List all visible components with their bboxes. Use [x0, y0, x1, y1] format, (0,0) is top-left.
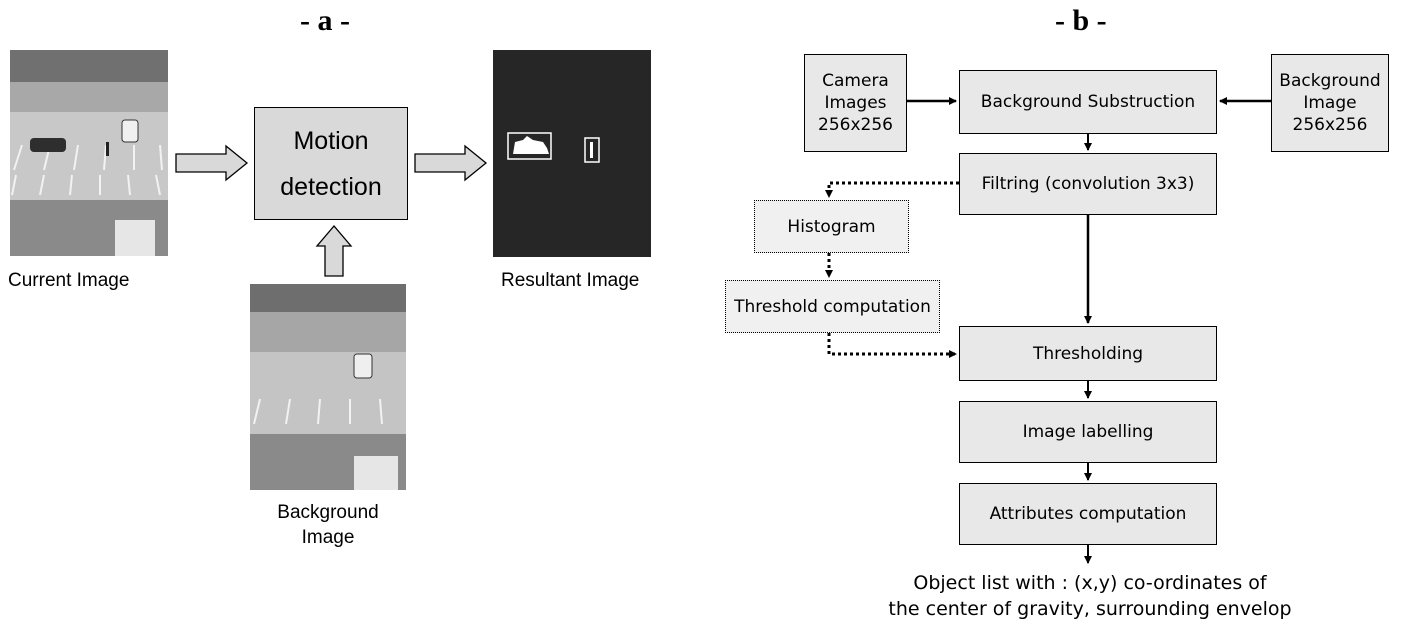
background-image-box: Background Image 256x256: [1271, 54, 1389, 152]
camera-images-box: Camera Images 256x256: [804, 54, 907, 152]
resultant-image-label: Resultant Image: [501, 270, 640, 291]
attributes-computation-box: Attributes computation: [959, 483, 1217, 545]
current-image-photo: [10, 50, 168, 256]
resultant-image-photo: [493, 50, 651, 257]
arrow-background-to-motion: [315, 224, 353, 277]
thresholding-box: Thresholding: [959, 326, 1217, 381]
current-image-label: Current Image: [8, 270, 130, 291]
background-image-photo: [250, 284, 406, 490]
threshold-computation-box: Threshold computation: [725, 280, 940, 333]
arrow-motion-to-result: [414, 144, 488, 182]
dotted-filtring-to-histogram: [825, 181, 959, 198]
filtring-box: Filtring (convolution 3x3): [959, 153, 1217, 215]
panel-a-title: - a -: [300, 4, 350, 37]
background-substruction-box: Background Substruction: [959, 70, 1217, 134]
arrow-current-to-motion: [175, 144, 249, 182]
motion-detection-box: Motion detection: [254, 107, 408, 220]
panel-b-title: - b -: [1055, 4, 1107, 37]
output-description: Object list with : (x,y) co-ordinates of…: [888, 572, 1292, 620]
dotted-threshold-to-thresholding: [827, 333, 957, 358]
histogram-box: Histogram: [754, 200, 909, 253]
image-labelling-box: Image labelling: [959, 401, 1217, 463]
background-image-label: Background Image: [277, 502, 379, 548]
